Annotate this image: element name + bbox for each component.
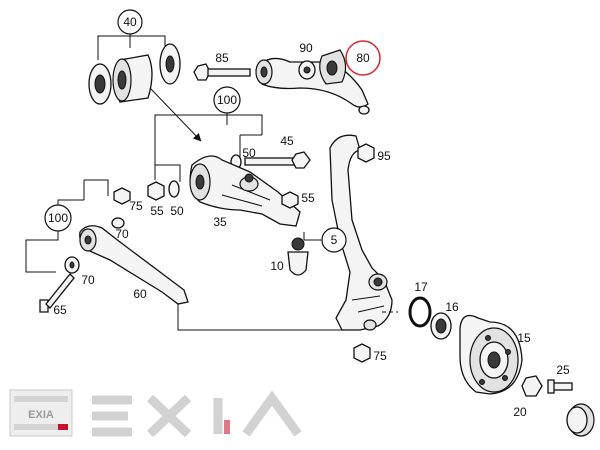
tie-arm-link-line xyxy=(177,318,345,331)
nut-20: 20 xyxy=(513,375,543,419)
label-50-lower: 50 xyxy=(170,204,184,218)
wheel-hub-15: 15 xyxy=(459,314,531,395)
label-100-lower: 100 xyxy=(48,211,68,225)
label-90: 90 xyxy=(299,41,313,55)
exia-logo: EXIA xyxy=(9,389,302,438)
label-75-left: 75 xyxy=(129,199,143,213)
bolt-25: 25 xyxy=(547,363,573,394)
label-60: 60 xyxy=(133,287,147,301)
washer-70-lower: 70 xyxy=(64,256,95,287)
bushing-washer-right xyxy=(159,43,181,85)
nut-55-left: 55 xyxy=(147,181,165,218)
callout-80[interactable]: 80 xyxy=(345,40,381,76)
label-95: 95 xyxy=(377,149,391,163)
label-70-lower: 70 xyxy=(81,273,95,287)
callout-5: 5 xyxy=(303,227,347,253)
label-70-upper: 70 xyxy=(115,227,129,241)
label-35: 35 xyxy=(213,215,227,229)
washer-70-upper: 70 xyxy=(111,217,129,241)
ball-joint-10: 10 xyxy=(270,237,309,276)
bearing-16: 16 xyxy=(430,300,459,340)
logo-badge-text: EXIA xyxy=(28,409,54,421)
label-10: 10 xyxy=(270,259,284,273)
dust-cap xyxy=(566,403,595,437)
bushing-80 xyxy=(319,49,347,85)
nut-55-right: 55 xyxy=(281,191,315,209)
bolt-85: 85 xyxy=(193,51,251,81)
steering-knuckle xyxy=(329,134,393,331)
bushing-40 xyxy=(112,54,153,103)
label-85: 85 xyxy=(215,51,229,65)
callout-100-lower: 100 xyxy=(25,180,85,273)
arrow-to-control-arm xyxy=(149,87,202,142)
nut-75-lower: 75 xyxy=(353,343,387,363)
highlight-ring-80 xyxy=(345,40,381,76)
label-65: 65 xyxy=(53,303,67,317)
seal-17: 17 xyxy=(408,280,432,328)
bushing-90: 90 xyxy=(298,41,316,80)
bolt-65: 65 xyxy=(39,273,75,317)
lower-control-arm-35: 35 xyxy=(189,155,301,229)
tie-arm-60: 60 xyxy=(79,225,189,318)
label-40: 40 xyxy=(123,15,137,29)
label-25: 25 xyxy=(556,363,570,377)
label-15: 15 xyxy=(517,331,531,345)
nut-75-left: 75 xyxy=(84,179,143,213)
bolt-45: 45 xyxy=(244,134,311,169)
label-100-upper: 100 xyxy=(217,93,237,107)
label-20: 20 xyxy=(513,405,527,419)
bushing-washer-left xyxy=(88,63,112,105)
callout-40: 40 xyxy=(97,9,166,60)
label-80: 80 xyxy=(356,51,370,65)
label-45: 45 xyxy=(280,134,294,148)
callout-100-upper: 100 xyxy=(154,86,263,182)
label-55-right: 55 xyxy=(301,191,315,205)
label-50-upper: 50 xyxy=(242,146,256,160)
logo-accent xyxy=(58,424,68,430)
label-55-left: 55 xyxy=(150,204,164,218)
washer-50-lower: 50 xyxy=(168,180,184,218)
nut-95: 95 xyxy=(357,143,391,163)
label-5: 5 xyxy=(331,233,338,247)
logo-letter-accent xyxy=(224,420,230,434)
logo-letters xyxy=(92,390,302,438)
label-75-lower: 75 xyxy=(373,349,387,363)
label-16: 16 xyxy=(445,300,459,314)
label-17: 17 xyxy=(414,280,428,294)
